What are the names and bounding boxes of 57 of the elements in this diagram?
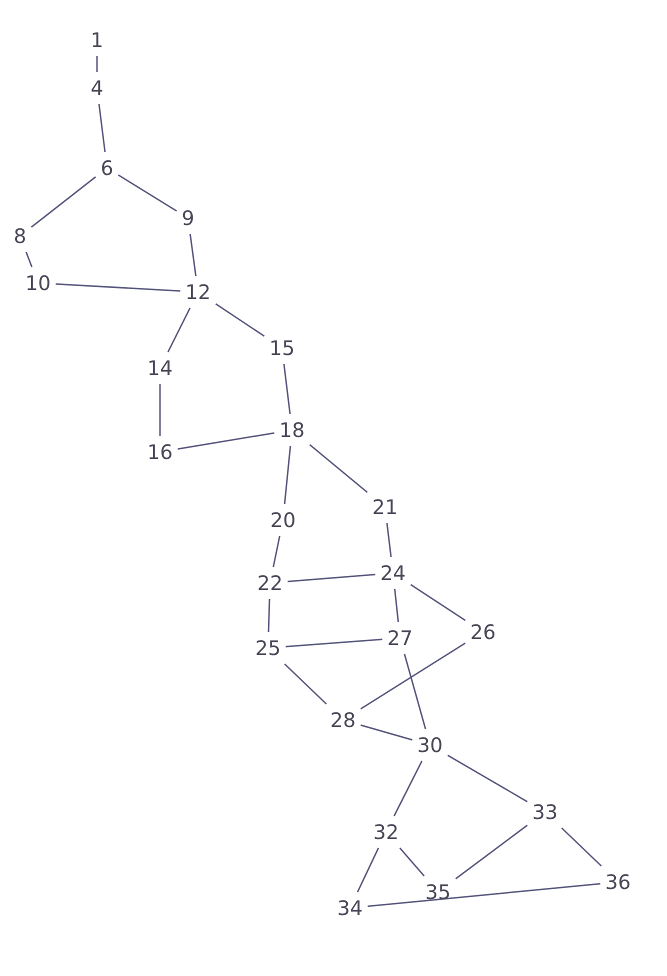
node-number: 33 <box>529 798 561 826</box>
node-number: 20 <box>267 506 299 534</box>
connector-line <box>98 104 106 152</box>
node-number: 25 <box>252 634 284 662</box>
connector-line <box>268 598 270 632</box>
node-number: 26 <box>467 618 499 646</box>
connector-line <box>25 252 33 268</box>
node-number: 1 <box>88 26 106 54</box>
connector-line <box>410 584 466 621</box>
node-number: 4 <box>88 74 106 102</box>
node-number: 36 <box>602 868 634 896</box>
connector-line <box>386 522 392 558</box>
connector-line <box>368 882 600 908</box>
node-number: 24 <box>377 559 409 587</box>
connector-line <box>96 56 98 72</box>
node-number: 28 <box>327 706 359 734</box>
connector-line <box>118 174 178 212</box>
connector-line <box>356 848 380 892</box>
connector-line <box>455 824 528 880</box>
connector-line <box>189 234 197 276</box>
node-number: 32 <box>370 818 402 846</box>
node-number: 35 <box>422 878 454 906</box>
node-number: 30 <box>414 731 446 759</box>
node-number: 34 <box>334 894 366 922</box>
node-number: 18 <box>276 416 308 444</box>
connector-line <box>30 176 96 228</box>
node-number: 6 <box>98 154 116 182</box>
connector-line <box>447 754 528 802</box>
connector-line <box>272 536 280 568</box>
node-number: 21 <box>369 493 401 521</box>
node-number: 12 <box>182 278 214 306</box>
connector-line <box>286 638 382 648</box>
connector-line <box>56 283 180 292</box>
node-number: 14 <box>144 354 176 382</box>
connector-line <box>167 308 191 352</box>
connector-line <box>159 384 161 436</box>
connector-line <box>360 642 466 710</box>
connector-line <box>399 848 425 876</box>
connector-line <box>360 724 412 741</box>
node-number: 27 <box>384 624 416 652</box>
connector-line <box>288 574 376 582</box>
connector-line <box>394 588 400 622</box>
node-number: 15 <box>266 334 298 362</box>
connector-line <box>284 663 327 705</box>
connector-line <box>561 827 602 867</box>
connector-line <box>178 432 274 450</box>
node-number: 9 <box>178 204 198 232</box>
node-number: 22 <box>254 569 286 597</box>
connector-line <box>215 303 265 337</box>
node-number: 10 <box>22 269 54 297</box>
connector-line <box>283 364 291 414</box>
node-number: 16 <box>144 438 176 466</box>
connector-line <box>284 446 292 504</box>
connector-line <box>404 654 426 730</box>
connector-line <box>309 444 368 493</box>
node-number: 8 <box>10 222 30 250</box>
connector-line <box>393 760 423 816</box>
